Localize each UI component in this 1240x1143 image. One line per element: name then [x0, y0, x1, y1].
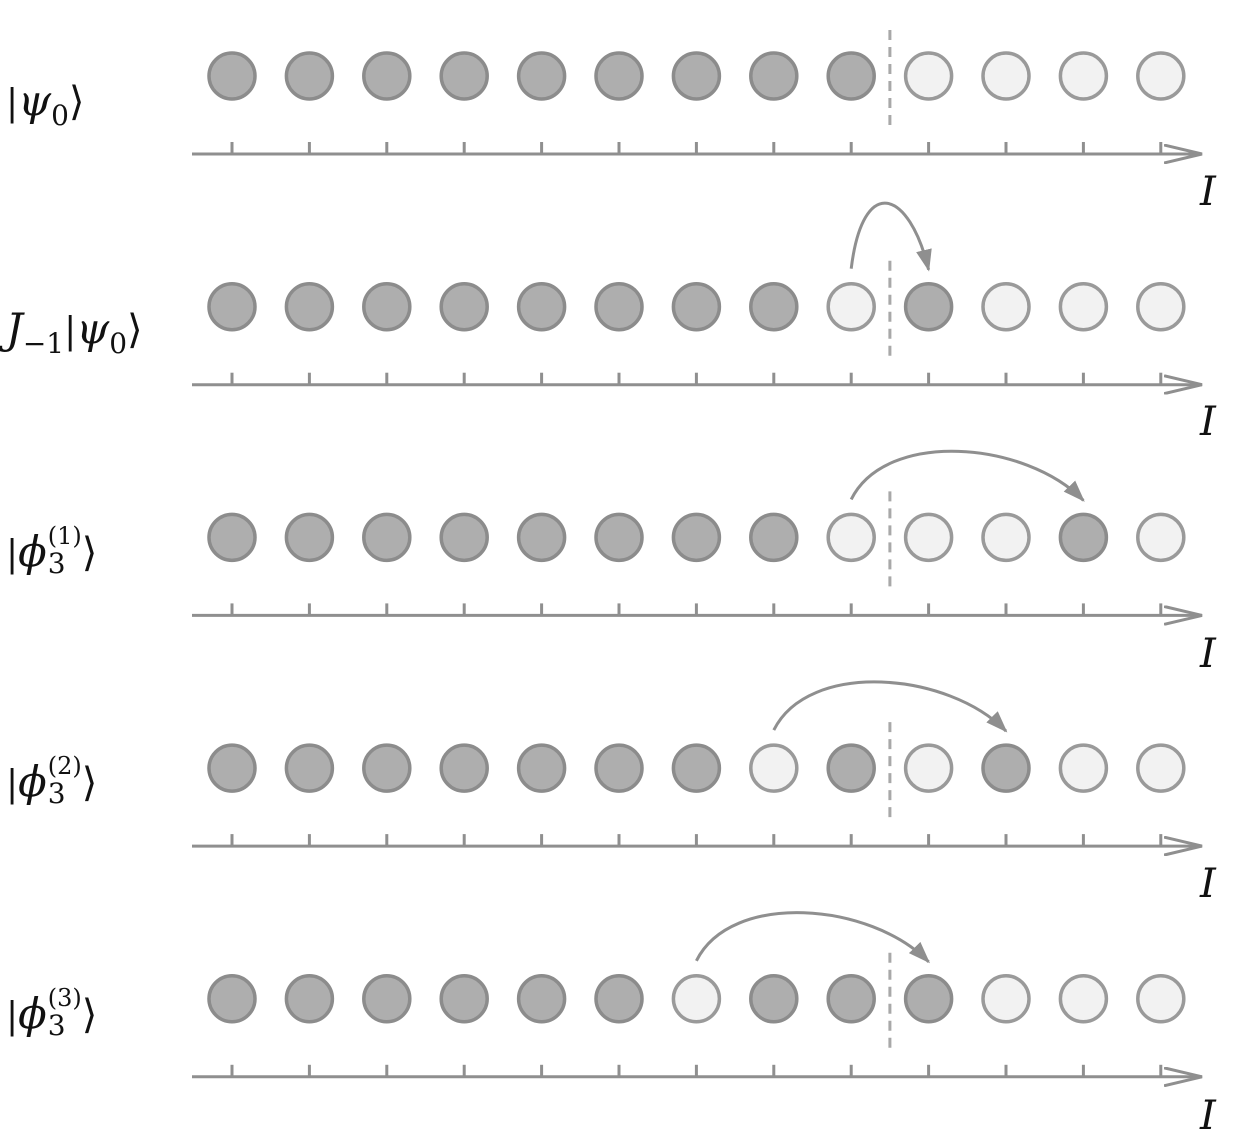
row-3-site-10-empty	[903, 512, 954, 563]
state-label-phi3-2: |ϕ(2)3⟩	[6, 752, 98, 810]
row-5-site-7-empty	[671, 974, 722, 1024]
axis-label-row-5: I	[1200, 1093, 1216, 1139]
state-label-phi3-1: |ϕ(1)3⟩	[6, 522, 98, 580]
row-1-site-10-empty	[903, 51, 954, 101]
row-4-site-3-filled	[362, 743, 412, 793]
row-3-site-4-filled	[439, 512, 489, 563]
row-3-site-8-filled	[749, 512, 799, 563]
row-5-site-9-filled	[826, 974, 876, 1024]
row-3-site-7-filled	[671, 512, 722, 563]
row-3-site-11-empty	[981, 512, 1031, 563]
row-4-site-10-empty	[903, 743, 954, 793]
row-1-site-2-filled	[284, 51, 335, 101]
row-4-site-2-filled	[284, 743, 335, 793]
row-2-site-8-filled	[749, 281, 799, 332]
row-1-site-3-filled	[362, 51, 412, 101]
row-4-site-9-filled	[826, 743, 876, 793]
row-4-site-12-empty	[1058, 743, 1109, 793]
state-label-phi3-3: |ϕ(3)3⟩	[6, 984, 98, 1042]
row-4-hop-arrow	[772, 680, 1008, 733]
row-2-site-1-filled	[207, 281, 257, 332]
axis-label-row-3: I	[1200, 631, 1216, 677]
row-4-site-8-empty	[749, 743, 799, 793]
row-1-site-7-filled	[671, 51, 722, 101]
axis-label-row-2: I	[1200, 399, 1216, 445]
state-label-j-psi0: J−1|ψ0⟩	[6, 304, 143, 360]
axis-label-row-1: I	[1200, 169, 1216, 215]
row-5-site-3-filled	[362, 974, 412, 1024]
row-2-site-4-filled	[439, 281, 489, 332]
row-5-site-13-empty	[1136, 974, 1186, 1024]
row-3-site-9-empty	[826, 512, 876, 563]
row-1-site-9-filled	[826, 51, 876, 101]
row-4-site-11-filled	[981, 743, 1031, 793]
row-5-site-4-filled	[439, 974, 489, 1024]
row-1-site-8-filled	[749, 51, 799, 101]
row-5-site-8-filled	[749, 974, 799, 1024]
row-3-site-2-filled	[284, 512, 335, 563]
row-5-site-12-empty	[1058, 974, 1109, 1024]
row-2-site-3-filled	[362, 281, 412, 332]
row-1-site-6-filled	[594, 51, 644, 101]
row-2-site-9-empty	[826, 281, 876, 332]
axis-label-row-4: I	[1200, 861, 1216, 907]
row-1-site-13-empty	[1136, 51, 1186, 101]
state-label-psi0: |ψ0⟩	[6, 76, 85, 132]
row-3-site-5-filled	[516, 512, 567, 563]
row-3-site-12-filled	[1058, 512, 1109, 563]
row-5-site-2-filled	[284, 974, 335, 1024]
rows-layer	[192, 30, 1202, 1077]
row-5-site-5-filled	[516, 974, 567, 1024]
row-2-site-6-filled	[594, 281, 644, 332]
row-1-site-12-empty	[1058, 51, 1109, 101]
row-2-site-7-filled	[671, 281, 722, 332]
row-2-hop-arrow	[849, 201, 932, 272]
row-2-site-5-filled	[516, 281, 567, 332]
row-4-site-4-filled	[439, 743, 489, 793]
row-2-site-11-empty	[981, 281, 1031, 332]
row-3-site-3-filled	[362, 512, 412, 563]
row-2-site-2-filled	[284, 281, 335, 332]
row-1-site-4-filled	[439, 51, 489, 101]
row-3-site-13-empty	[1136, 512, 1186, 563]
row-4-site-7-filled	[671, 743, 722, 793]
row-5-hop-arrow	[695, 911, 930, 964]
row-4-site-1-filled	[207, 743, 257, 793]
row-3-hop-arrow	[849, 449, 1085, 502]
row-5-site-10-filled	[903, 974, 954, 1024]
row-4-site-6-filled	[594, 743, 644, 793]
row-3-site-1-filled	[207, 512, 257, 563]
row-1-site-5-filled	[516, 51, 567, 101]
row-2-site-10-filled	[903, 281, 954, 332]
row-5-site-6-filled	[594, 974, 644, 1024]
row-5-site-1-filled	[207, 974, 257, 1024]
row-4-site-5-filled	[516, 743, 567, 793]
row-4-site-13-empty	[1136, 743, 1186, 793]
row-1-site-1-filled	[207, 51, 257, 101]
row-1-site-11-empty	[981, 51, 1031, 101]
row-2-site-13-empty	[1136, 281, 1186, 332]
row-2-site-12-empty	[1058, 281, 1109, 332]
row-5-site-11-empty	[981, 974, 1031, 1024]
row-3-site-6-filled	[594, 512, 644, 563]
